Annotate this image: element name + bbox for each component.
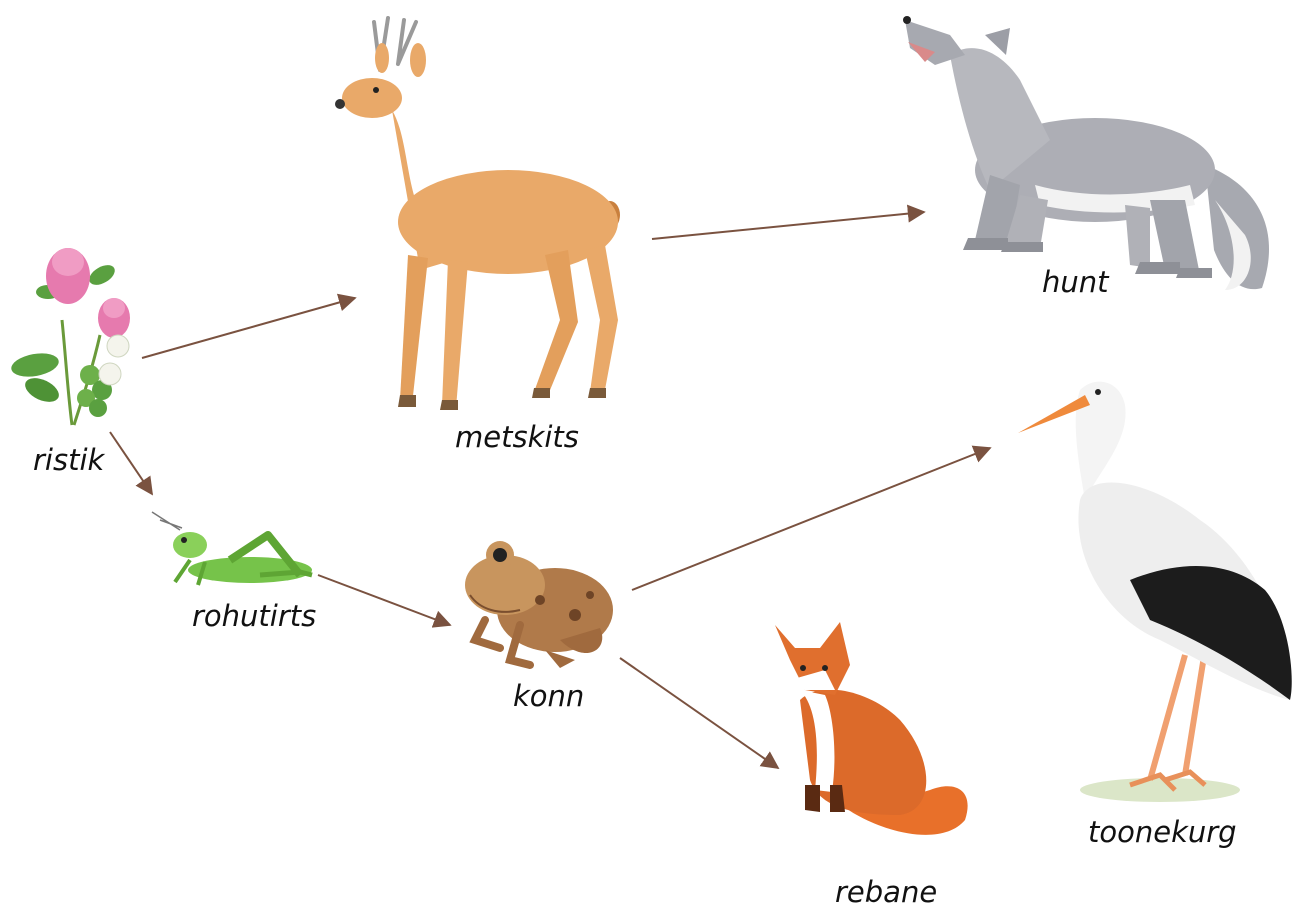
edge-metskits-hunt xyxy=(652,212,924,239)
wolf-icon xyxy=(903,16,1269,290)
edge-ristik-metskits xyxy=(142,298,355,358)
node-label-rohutirts: rohutirts xyxy=(192,602,316,631)
node-label-konn: konn xyxy=(513,682,584,711)
edge-ristik-rohutirts xyxy=(110,432,152,494)
node-label-metskits: metskits xyxy=(455,423,579,452)
stork-icon xyxy=(1018,382,1292,802)
fox-icon xyxy=(775,622,968,854)
grasshopper-icon xyxy=(152,512,312,585)
node-label-toonekurg: toonekurg xyxy=(1088,818,1237,847)
edge-konn-rebane xyxy=(620,658,778,768)
node-label-ristik: ristik xyxy=(33,446,104,475)
roe-deer-icon xyxy=(335,18,620,410)
edge-rohutirts-konn xyxy=(318,575,450,625)
frog-icon xyxy=(465,541,613,668)
node-label-hunt: hunt xyxy=(1042,268,1109,297)
clover-icon xyxy=(9,248,130,425)
node-label-rebane: rebane xyxy=(835,878,937,907)
edge-konn-toonekurg xyxy=(632,448,990,590)
